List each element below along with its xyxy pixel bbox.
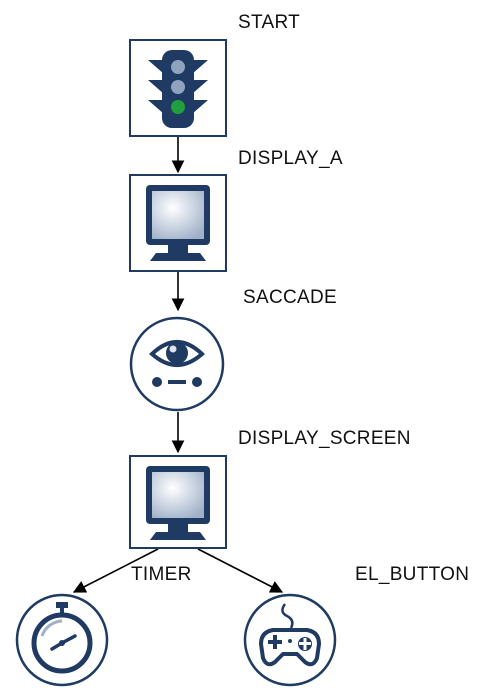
gamepad-icon bbox=[259, 603, 321, 667]
node-label-timer: TIMER bbox=[131, 564, 192, 585]
timer-node[interactable] bbox=[15, 593, 109, 687]
saccade-node[interactable] bbox=[129, 316, 225, 412]
node-label-display-screen: DISPLAY_SCREEN bbox=[238, 428, 411, 449]
traffic-light-icon bbox=[148, 50, 208, 128]
monitor-icon bbox=[146, 466, 210, 540]
edges bbox=[72, 137, 284, 593]
node-label-display-a: DISPLAY_A bbox=[238, 148, 343, 169]
start-node[interactable] bbox=[129, 39, 227, 137]
node-label-el-button: EL_BUTTON bbox=[355, 564, 470, 585]
stopwatch-icon bbox=[31, 602, 93, 674]
el-button-node[interactable] bbox=[243, 593, 337, 687]
edge-display-screen-el-button bbox=[197, 548, 284, 593]
eye-icon bbox=[149, 340, 205, 387]
display-a-node[interactable] bbox=[129, 174, 227, 272]
display-screen-node[interactable] bbox=[129, 455, 227, 549]
edge-display-screen-timer bbox=[72, 548, 159, 593]
node-label-saccade: SACCADE bbox=[243, 287, 337, 308]
node-label-start: START bbox=[238, 12, 301, 33]
monitor-icon bbox=[146, 185, 210, 261]
